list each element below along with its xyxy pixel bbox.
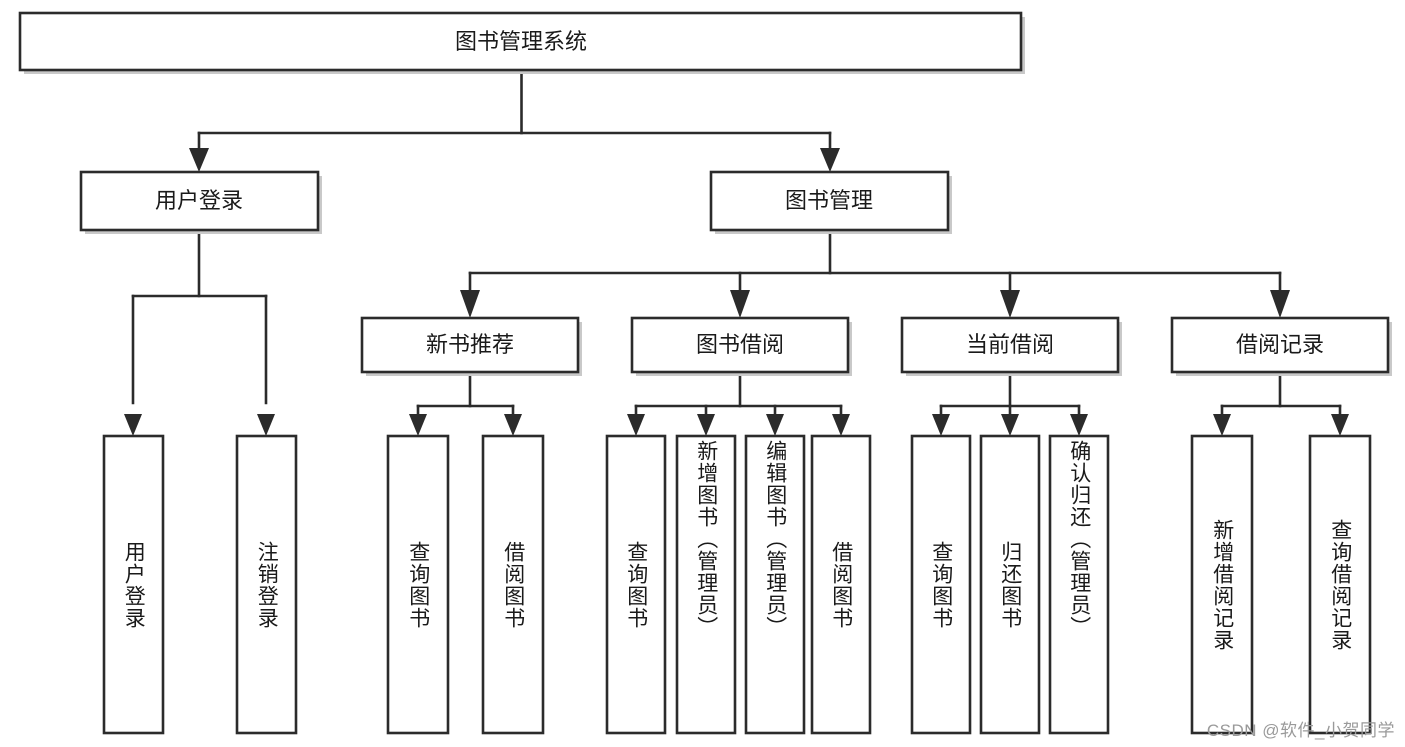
arrowhead-new-book-recommend-icon	[460, 290, 480, 318]
leaf-box-confirm-return[interactable]	[1048, 434, 1110, 735]
leaf-box-user-logout[interactable]	[235, 434, 298, 735]
arrowhead-leaf-borrow-book-2-icon	[832, 414, 850, 436]
leaf-box-query-book-3[interactable]	[910, 434, 972, 735]
leaf-box-borrow-book-1[interactable]	[481, 434, 545, 735]
leaf-box-borrow-book-2[interactable]	[810, 434, 872, 735]
node-current-borrow[interactable]: 当前借阅	[900, 316, 1122, 376]
arrowhead-leaf-user-login-icon	[124, 414, 142, 436]
node-book-borrow-label: 图书借阅	[696, 332, 784, 357]
leaf-box-group	[102, 434, 1372, 735]
arrowhead-book-management-icon	[820, 148, 840, 172]
node-new-book-recommend[interactable]: 新书推荐	[360, 316, 582, 376]
node-new-book-recommend-label: 新书推荐	[426, 332, 514, 357]
node-user-login-label: 用户登录	[155, 188, 243, 213]
arrowhead-current-borrow-icon	[1000, 290, 1020, 318]
leaf-box-query-record[interactable]	[1308, 434, 1372, 735]
arrowhead-leaf-user-logout-icon	[257, 414, 275, 436]
node-user-login-box[interactable]	[79, 170, 320, 232]
arrowhead-borrow-record-icon	[1270, 290, 1290, 318]
node-book-borrow-box[interactable]	[630, 316, 850, 374]
node-user-login[interactable]: 用户登录	[79, 170, 322, 234]
arrowhead-leaf-query-book-3-icon	[932, 414, 950, 436]
arrowhead-leaf-query-record-icon	[1331, 414, 1349, 436]
arrowhead-book-borrow-icon	[730, 290, 750, 318]
node-root-label: 图书管理系统	[455, 29, 587, 54]
arrowhead-leaf-return-book-icon	[1001, 414, 1019, 436]
csdn-watermark: CSDN @软件_小贺同学	[1206, 721, 1395, 740]
leaf-box-return-book[interactable]	[979, 434, 1041, 735]
leaf-box-user-login[interactable]	[102, 434, 165, 735]
arrowhead-user-login-icon	[189, 148, 209, 172]
node-new-book-recommend-box[interactable]	[360, 316, 580, 374]
arrowhead-leaf-edit-book-icon	[766, 414, 784, 436]
arrowhead-leaf-add-book-icon	[697, 414, 715, 436]
node-book-management-label: 图书管理	[785, 188, 873, 213]
node-current-borrow-label: 当前借阅	[966, 332, 1054, 357]
node-borrow-record-label: 借阅记录	[1236, 332, 1324, 357]
node-book-borrow[interactable]: 图书借阅	[630, 316, 852, 376]
arrowhead-group	[124, 148, 1349, 436]
node-current-borrow-box[interactable]	[900, 316, 1120, 374]
node-book-management[interactable]: 图书管理	[709, 170, 952, 234]
arrowhead-leaf-confirm-return-icon	[1070, 414, 1088, 436]
node-borrow-record[interactable]: 借阅记录	[1170, 316, 1392, 376]
leaf-box-query-book-1[interactable]	[386, 434, 450, 735]
arrowhead-leaf-query-book-2-icon	[627, 414, 645, 436]
leaf-box-query-book-2[interactable]	[605, 434, 667, 735]
node-root[interactable]: 图书管理系统	[18, 11, 1025, 74]
connector-group	[131, 70, 1342, 432]
leaf-box-add-record[interactable]	[1190, 434, 1254, 735]
node-borrow-record-box[interactable]	[1170, 316, 1390, 374]
arrowhead-leaf-query-book-1-icon	[409, 414, 427, 436]
arrowhead-leaf-borrow-book-1-icon	[504, 414, 522, 436]
leaf-box-add-book[interactable]	[675, 434, 737, 735]
leaf-box-edit-book[interactable]	[744, 434, 806, 735]
arrowhead-leaf-add-record-icon	[1213, 414, 1231, 436]
node-book-management-box[interactable]	[709, 170, 950, 232]
node-root-box[interactable]	[18, 11, 1023, 72]
